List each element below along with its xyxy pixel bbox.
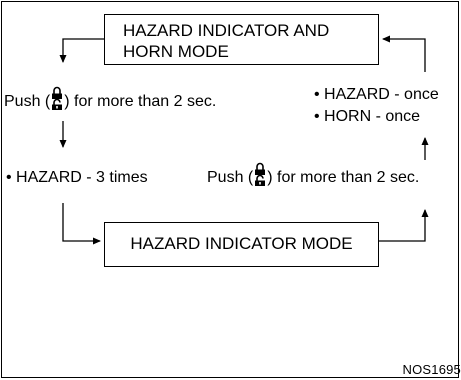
arrow-top-to-left [59, 38, 104, 63]
figure-code: NOS1695 [402, 362, 461, 377]
lock-unlock-key-icon [255, 162, 266, 186]
lock-unlock-key-icon [52, 86, 63, 110]
hazard-indicator-mode-label: HAZARD INDICATOR MODE [130, 234, 353, 253]
left-push-prefix: Push ( [4, 93, 51, 111]
hazard-and-horn-mode-box: HAZARD INDICATOR AND HORN MODE [104, 14, 379, 65]
arrow-right-to-top [382, 35, 426, 72]
right-push-instruction: Push ( ) for more than 2 sec. [207, 162, 420, 188]
right-result-hazard: • HAZARD - once [314, 86, 439, 103]
hazard-and-horn-mode-line1: HAZARD INDICATOR AND [123, 21, 330, 40]
left-result-hazard: • HAZARD - 3 times [6, 169, 148, 186]
left-push-instruction: Push ( ) for more than 2 sec. [4, 86, 217, 112]
hazard-indicator-mode-box: HAZARD INDICATOR MODE [104, 222, 379, 267]
arrow-left-to-bottom [62, 203, 101, 245]
arrow-bottom-to-right [379, 209, 429, 242]
left-push-suffix: ) for more than 2 sec. [64, 93, 217, 111]
right-push-suffix: ) for more than 2 sec. [267, 169, 420, 187]
right-result-horn: • HORN - once [314, 108, 421, 125]
hazard-and-horn-mode-line2: HORN MODE [123, 42, 229, 61]
right-push-prefix: Push ( [207, 169, 254, 187]
